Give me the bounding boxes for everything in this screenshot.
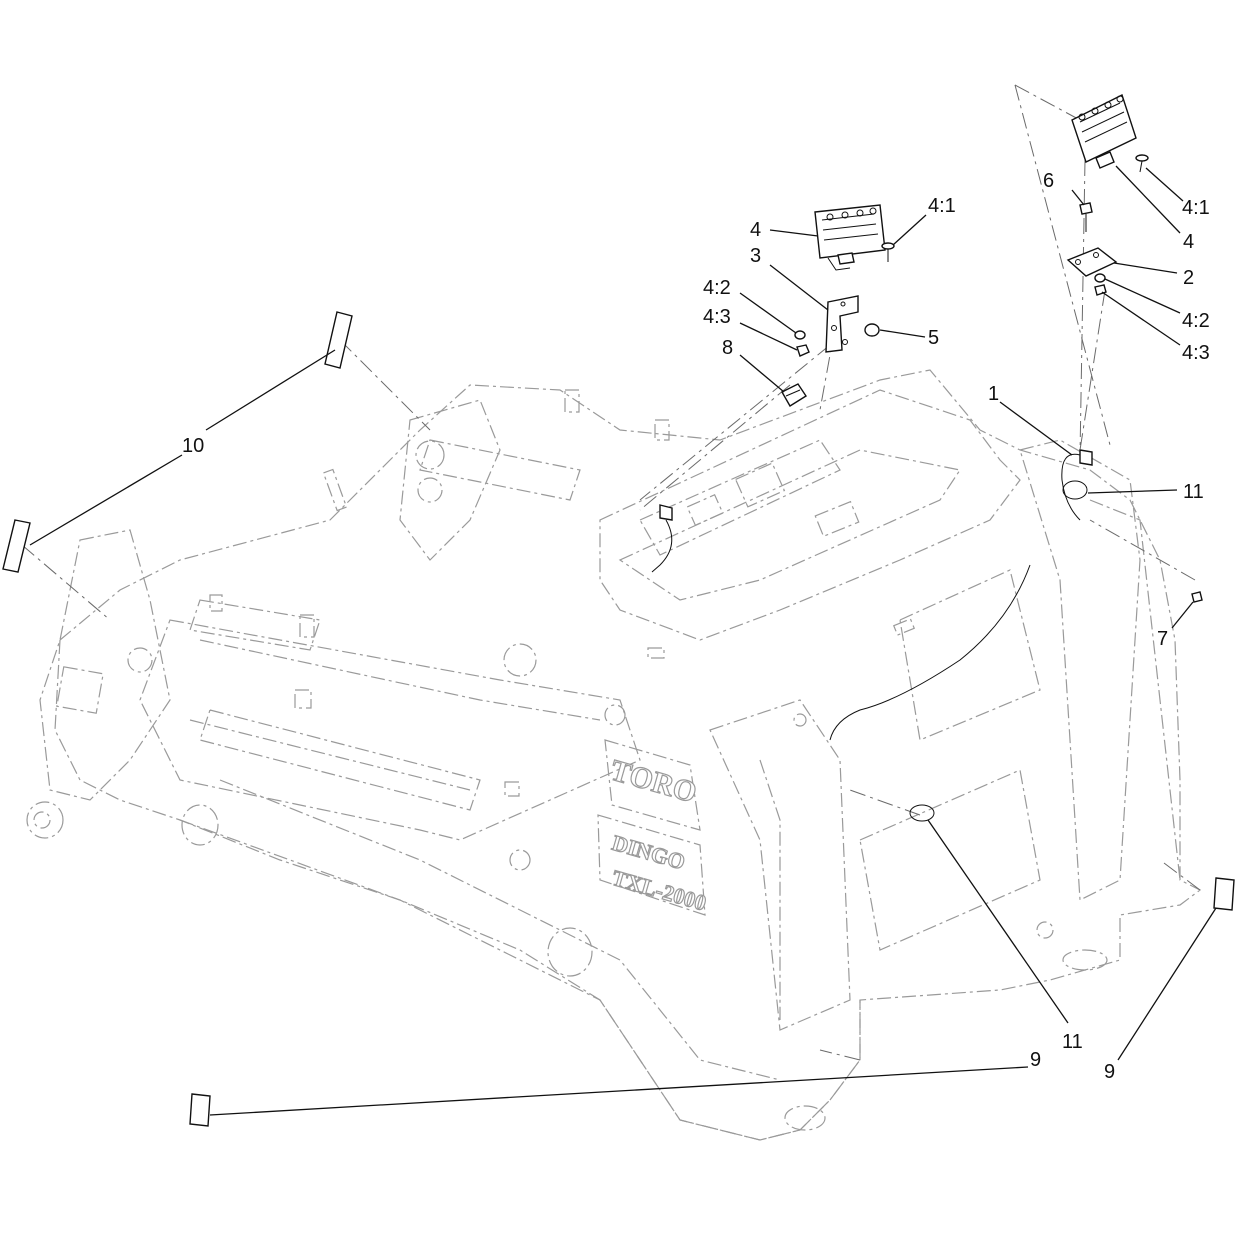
callout-1: 1 (988, 383, 999, 405)
callout-8: 8 (722, 337, 733, 359)
callout-4-2-left: 4:2 (703, 277, 731, 299)
callout-4-1-right: 4:1 (1182, 197, 1210, 219)
cable-tie-11-upper (1062, 480, 1088, 500)
callout-4-3-left: 4:3 (703, 306, 731, 328)
nut-left (796, 344, 810, 357)
work-light-right (1071, 94, 1137, 169)
callout-10: 10 (182, 435, 204, 457)
brand-model-number: TXL-2000 (609, 865, 709, 916)
callout-4-1-left: 4:1 (928, 195, 956, 217)
callouts: 10 4 4:1 3 4:2 4:3 5 8 6 4:1 4 2 4:2 4:3… (182, 170, 1210, 1083)
callout-9-right: 9 (1104, 1061, 1115, 1083)
callout-7: 7 (1157, 628, 1168, 650)
callout-11-lower: 11 (1062, 1031, 1083, 1053)
callout-5: 5 (928, 327, 939, 349)
decal-10-upper (324, 311, 353, 369)
callout-2: 2 (1183, 267, 1194, 289)
bracket-3 (825, 295, 859, 353)
explosion-lines (21, 84, 1201, 1061)
light-bolt-left (881, 242, 895, 262)
callout-4-left: 4 (750, 219, 761, 241)
lockwasher-left (794, 330, 806, 340)
callout-6: 6 (1043, 170, 1054, 192)
callout-11-upper: 11 (1183, 481, 1204, 503)
switch-8 (781, 383, 807, 407)
lockwasher-right (1094, 273, 1106, 283)
light-bolt-right (1135, 154, 1149, 173)
callout-3: 3 (750, 245, 761, 267)
harness-1 (1061, 449, 1093, 521)
cable-tie-11-lower (909, 804, 935, 822)
leader-lines (29, 165, 1217, 1116)
nut-7 (1191, 591, 1203, 603)
decal-10-lower (2, 519, 31, 573)
bracket-2 (1066, 247, 1118, 277)
decal-9-right (1213, 877, 1235, 911)
grommet-5 (864, 323, 880, 337)
callout-4-3-right: 4:3 (1182, 342, 1210, 364)
connector-left-harness (651, 504, 673, 573)
harness-routing (829, 564, 1031, 741)
callout-4-right: 4 (1183, 231, 1194, 253)
machine-frame (26, 369, 1202, 1141)
decal-9-bottom (189, 1093, 211, 1127)
bolt-6 (1079, 202, 1093, 232)
brand-plate: TORO DINGO TXL-2000 (606, 753, 709, 916)
callout-4-2-right: 4:2 (1182, 310, 1210, 332)
work-light-left (814, 204, 886, 271)
callout-9-bottom: 9 (1030, 1049, 1041, 1071)
brand-logo: TORO (607, 754, 701, 810)
